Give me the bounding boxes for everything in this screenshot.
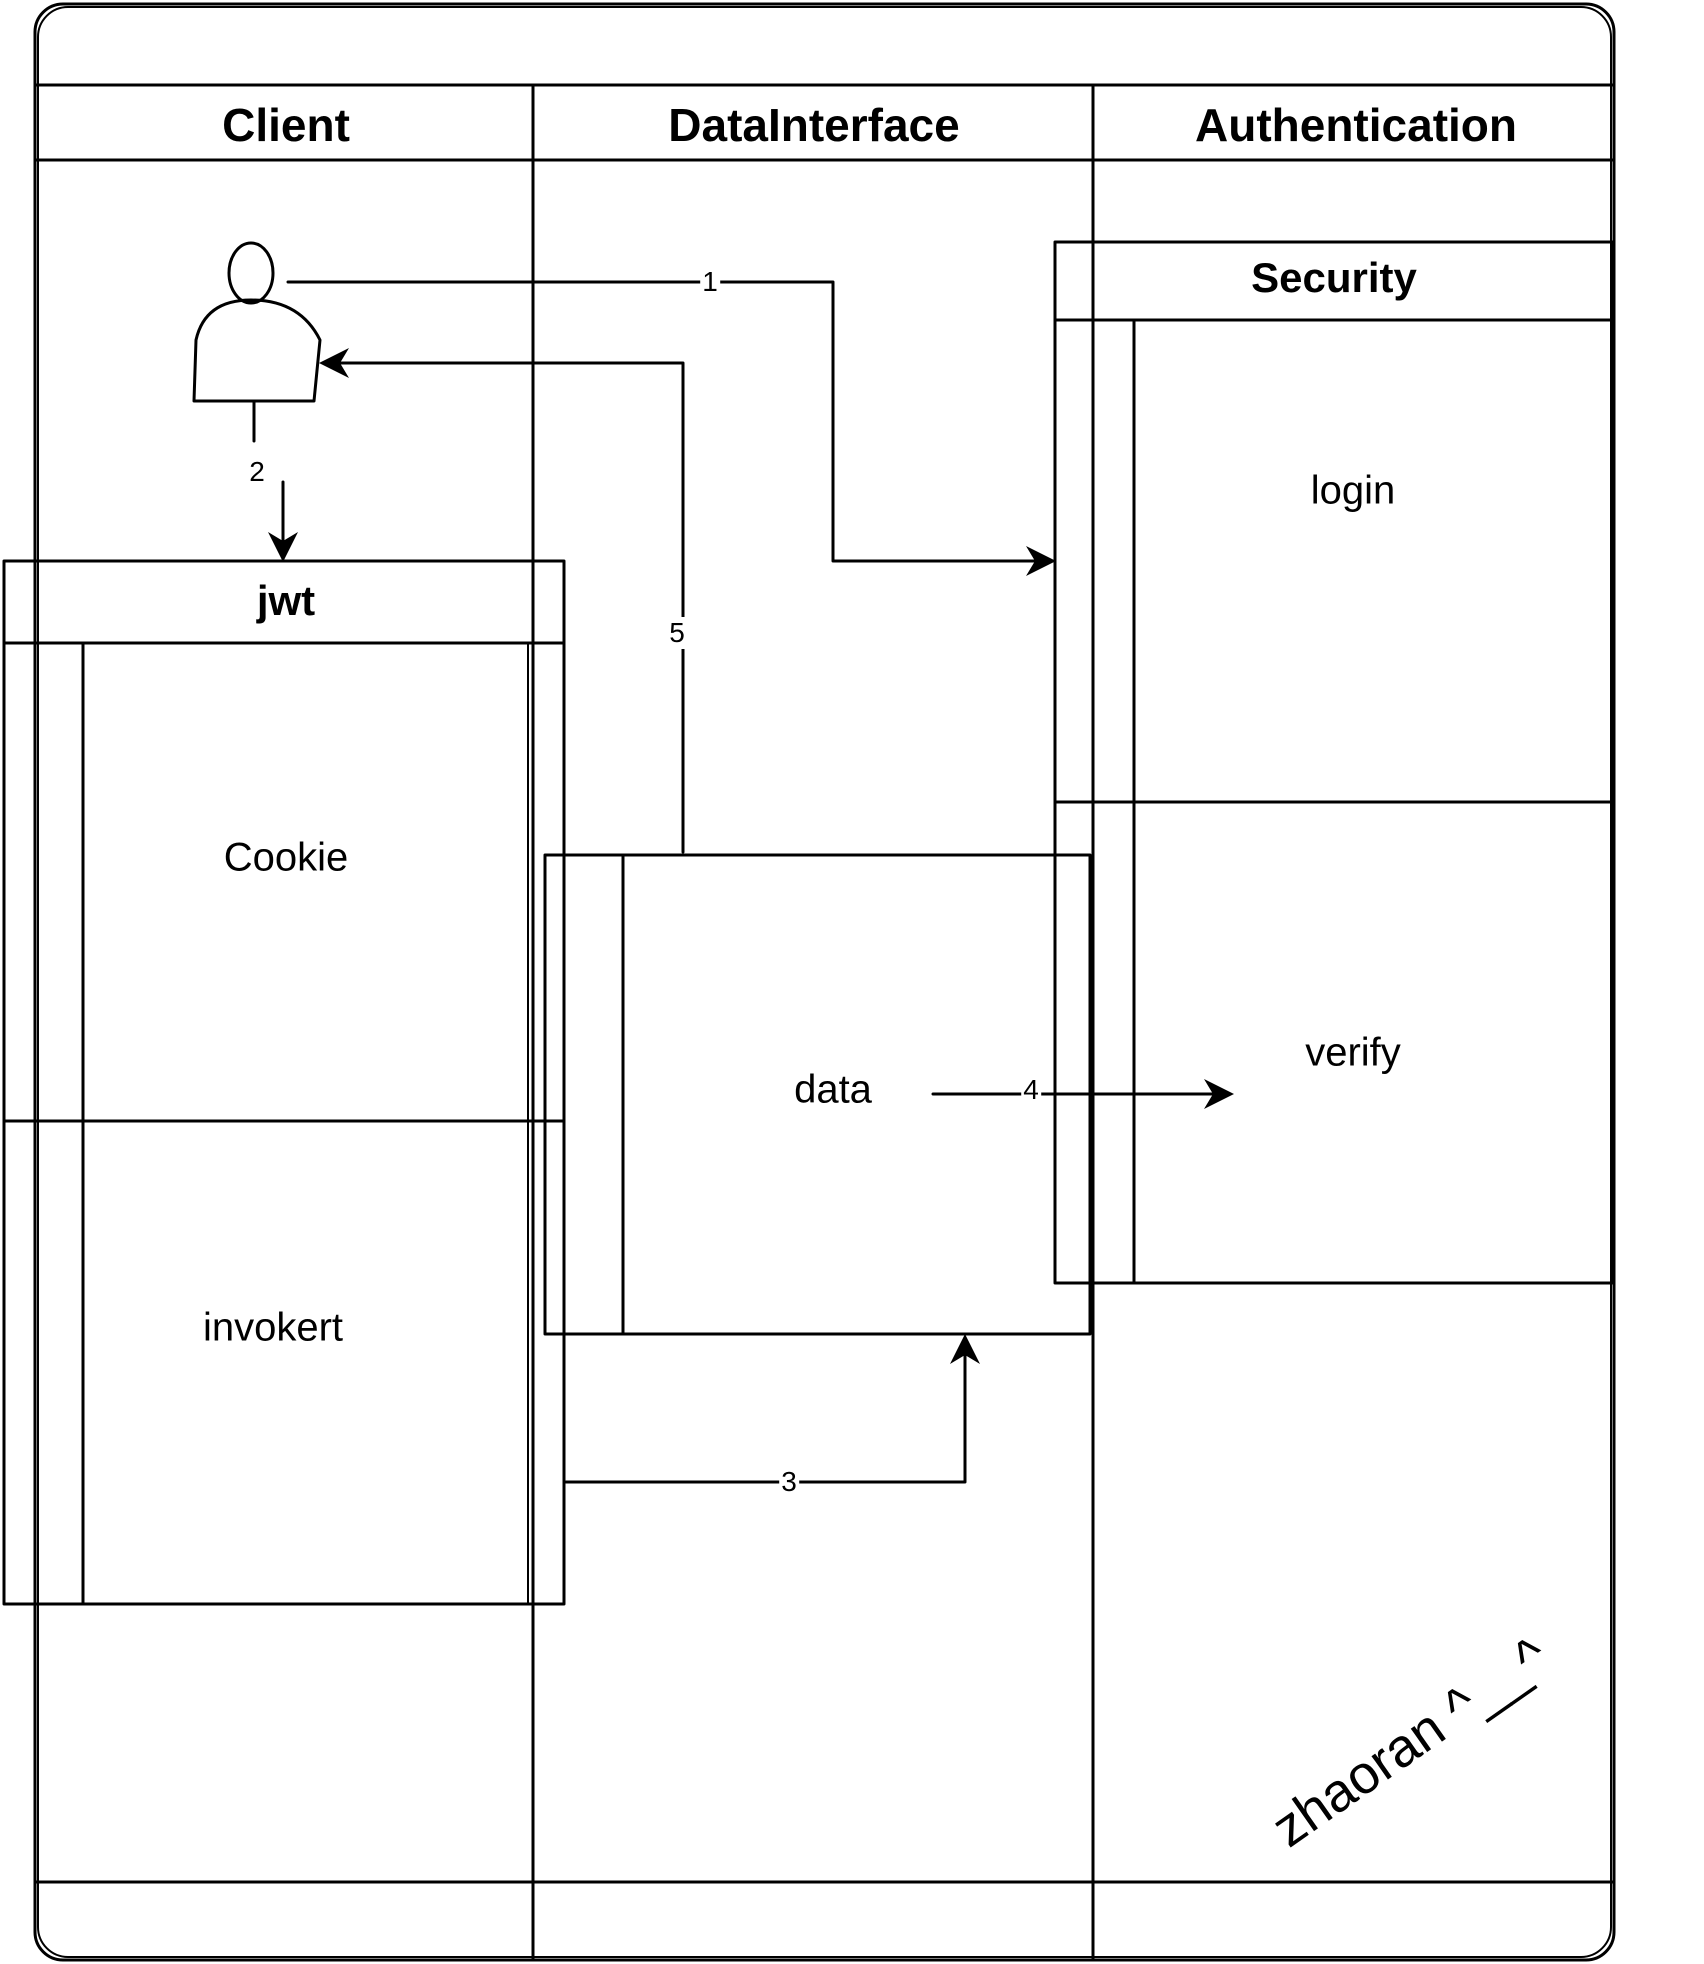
- jwt-pool-title: jwt: [256, 577, 316, 624]
- arrow-4-label: 4: [1021, 1074, 1041, 1106]
- invokert-row-label: invokert: [202, 1305, 344, 1350]
- arrow-3-label: 3: [779, 1466, 799, 1498]
- verify-row-label: verify: [1305, 1030, 1401, 1075]
- arrow-1-label: 1: [700, 266, 720, 298]
- jwt-pool: [2, 559, 566, 1606]
- user-actor-icon[interactable]: [192, 241, 322, 403]
- security-pool: [1053, 240, 1615, 1285]
- arrow-5: [319, 348, 685, 854]
- cookie-row-label: Cookie: [223, 835, 349, 880]
- arrow-1: [286, 280, 1056, 576]
- lane-title-authentication: Authentication: [1195, 99, 1517, 151]
- arrow-5-label: 5: [667, 617, 687, 649]
- data-label: data: [794, 1067, 872, 1112]
- outer-frame-sketch: [37, 6, 1612, 1958]
- lane-title-datainterface: DataInterface: [668, 99, 960, 151]
- arrow-2-label: 2: [247, 456, 267, 488]
- login-row-label: login: [1310, 468, 1396, 513]
- arrow-3: [564, 1334, 980, 1484]
- lane-title-client: Client: [222, 99, 350, 151]
- security-pool-title: Security: [1251, 254, 1417, 301]
